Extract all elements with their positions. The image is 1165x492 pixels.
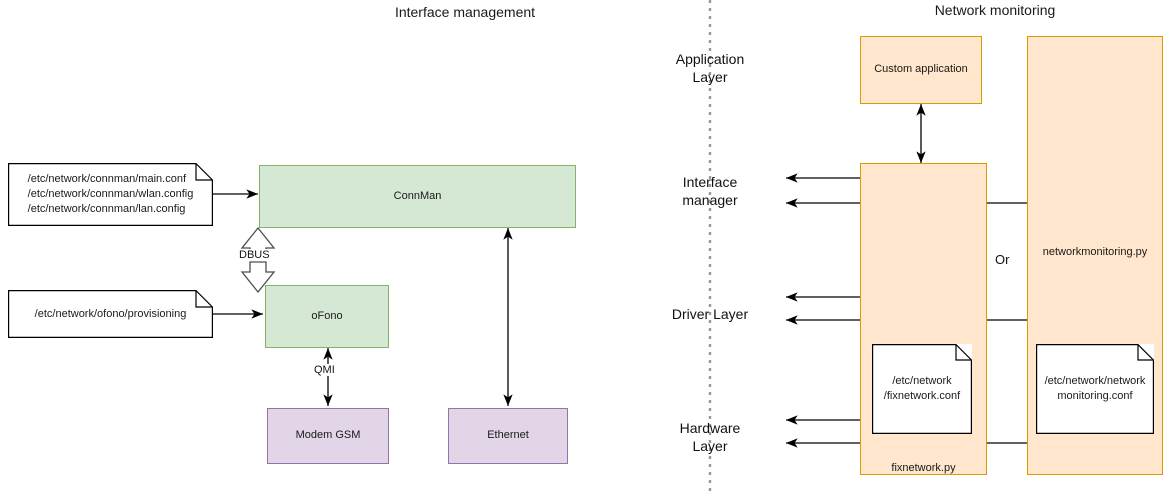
note-fixnetwork-config-text: /etc/network /fixnetwork.conf bbox=[883, 375, 961, 402]
note-shape bbox=[8, 163, 213, 226]
layer-label-hardware: Hardware Layer bbox=[679, 420, 741, 455]
or-label: Or bbox=[995, 252, 1010, 267]
edge-label-dbus: DBUS bbox=[238, 249, 271, 261]
note-ofono-config: /etc/network/ofono/provisioning bbox=[8, 290, 213, 338]
note-shape bbox=[8, 290, 213, 338]
left-panel-title: Interface management bbox=[394, 4, 536, 20]
note-networkmonitoring-config-text: /etc/network/network monitoring.conf bbox=[1044, 375, 1146, 402]
layer-label-application: Application Layer bbox=[675, 51, 745, 86]
node-ethernet[interactable]: Ethernet bbox=[448, 408, 568, 464]
right-panel-title: Network monitoring bbox=[934, 2, 1056, 18]
column-fixnetwork-label: fixnetwork.py bbox=[891, 462, 956, 474]
note-networkmonitoring-config: /etc/network/network monitoring.conf bbox=[1036, 344, 1154, 434]
note-ofono-config-text: /etc/network/ofono/provisioning bbox=[34, 307, 187, 320]
node-connman[interactable]: ConnMan bbox=[259, 165, 576, 228]
note-shape bbox=[1036, 344, 1154, 434]
node-ofono[interactable]: oFono bbox=[265, 285, 389, 348]
node-modem-gsm[interactable]: Modem GSM bbox=[267, 408, 389, 464]
note-connman-config-text: /etc/network/connman/main.conf /etc/netw… bbox=[27, 173, 194, 215]
layer-label-driver: Driver Layer bbox=[671, 306, 749, 322]
note-connman-config: /etc/network/connman/main.conf /etc/netw… bbox=[8, 163, 213, 226]
note-fixnetwork-config: /etc/network /fixnetwork.conf bbox=[872, 344, 972, 434]
column-networkmonitoring-label: networkmonitoring.py bbox=[1042, 246, 1148, 258]
node-custom-application[interactable]: Custom application bbox=[860, 36, 982, 104]
edge-label-qmi: QMI bbox=[313, 364, 336, 376]
note-shape bbox=[872, 344, 972, 434]
layer-label-interface-manager: Interface manager bbox=[682, 174, 738, 209]
